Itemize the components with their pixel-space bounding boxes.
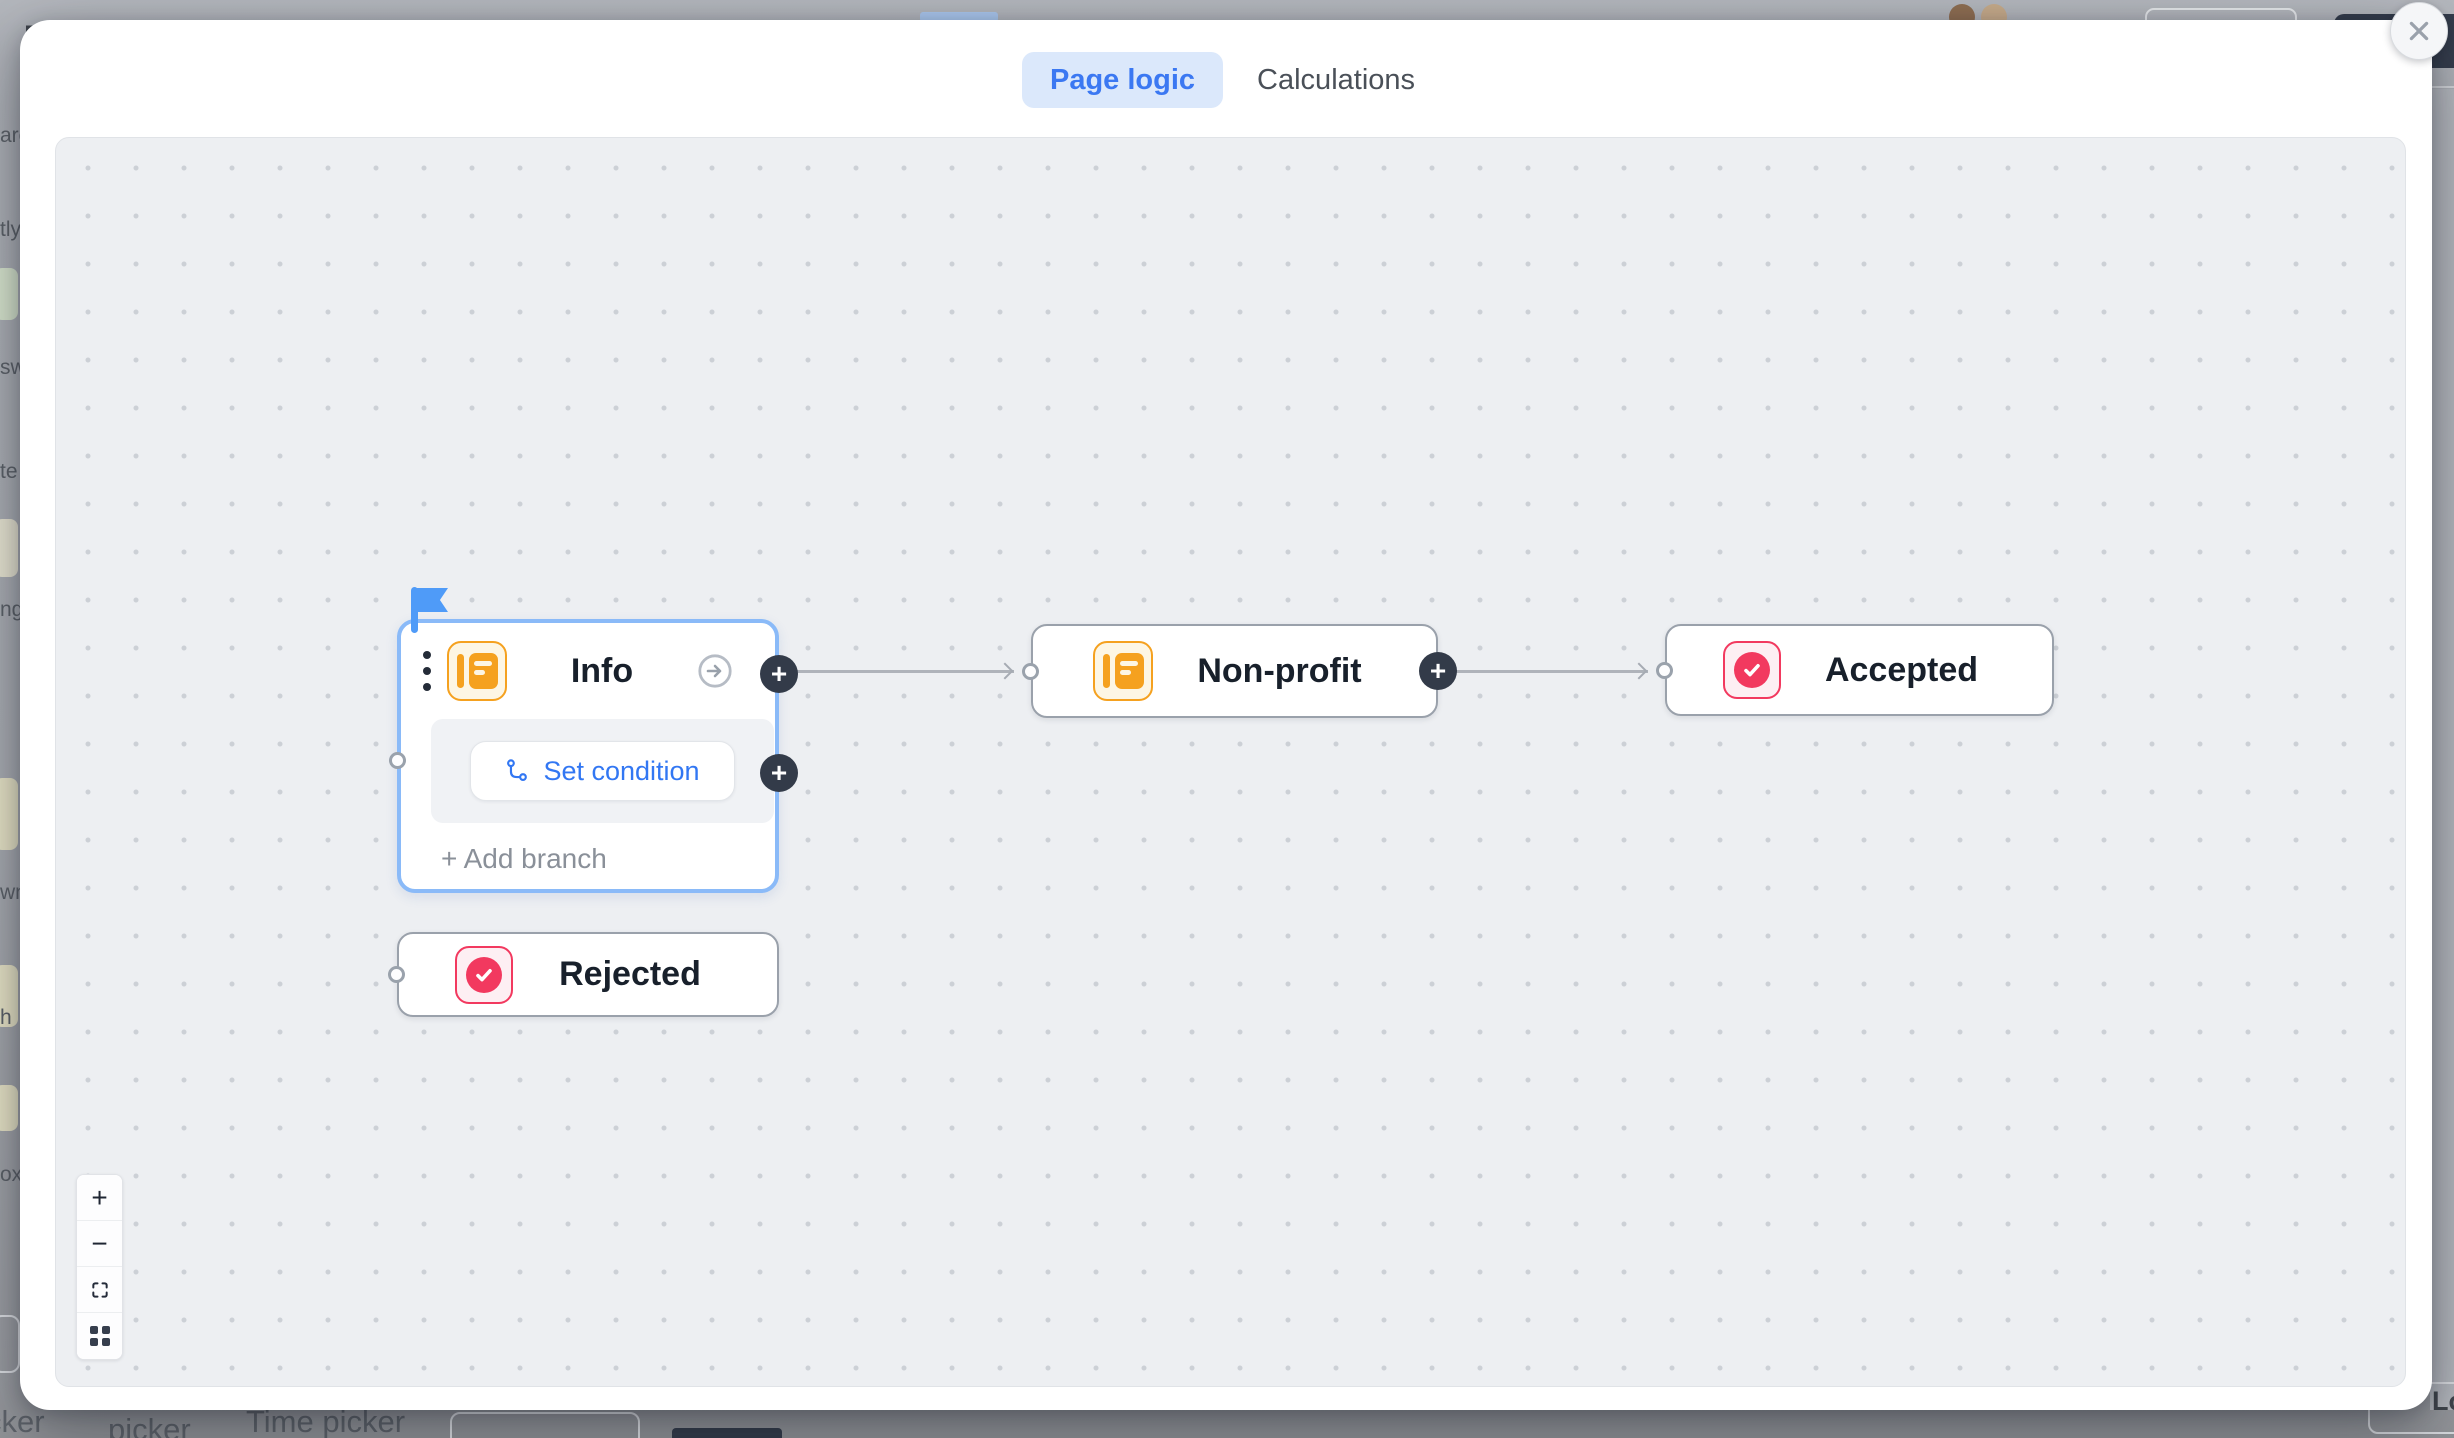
close-icon (2409, 21, 2429, 41)
add-node-button[interactable]: + (760, 754, 798, 792)
page-icon (1093, 641, 1153, 701)
add-node-button[interactable]: + (1419, 652, 1457, 690)
plus-icon: + (91, 1181, 108, 1213)
bg-left-fragment: tly (0, 218, 21, 241)
canvas-controls: + − (76, 1174, 123, 1360)
node-info[interactable]: Info Set condition (389, 587, 798, 893)
node-rejected[interactable]: Rejected (388, 932, 779, 1017)
bg-bottom-dark-button (672, 1428, 782, 1438)
logic-editor-modal: Page logic Calculations (20, 20, 2432, 1410)
bg-bottom-fragment: cker (0, 1404, 45, 1438)
bg-right-divider (2430, 86, 2454, 88)
branch-icon (507, 759, 528, 781)
edge-arrowhead (1630, 662, 1648, 680)
edge-nonprofit-to-accepted (1454, 670, 1648, 673)
node-title: Rejected (559, 955, 701, 993)
bg-left-field-box (0, 268, 18, 320)
edge-arrowhead (996, 662, 1014, 680)
connection-port[interactable] (389, 752, 406, 769)
bg-left-field-box (0, 1315, 20, 1373)
node-title: Info (570, 651, 634, 690)
kebab-menu-icon[interactable] (423, 651, 431, 691)
set-condition-button[interactable]: Set condition (470, 741, 735, 801)
node-title: Accepted (1824, 650, 1979, 689)
add-node-button[interactable]: + (760, 655, 798, 693)
logic-canvas[interactable]: Info Set condition (55, 137, 2406, 1387)
node-non-profit[interactable]: Non-profit + (1022, 624, 1457, 718)
fullscreen-icon (91, 1281, 108, 1298)
close-button[interactable] (2390, 2, 2448, 60)
bg-left-field-box (0, 1085, 18, 1131)
ending-icon (455, 945, 513, 1004)
bg-left-fragment: h (0, 1006, 12, 1029)
tab-calculations[interactable]: Calculations (1257, 64, 1415, 97)
tab-page-logic[interactable]: Page logic (1022, 52, 1224, 108)
grid-icon (89, 1326, 110, 1346)
check-icon (1744, 664, 1760, 677)
add-branch-button[interactable]: + Add branch (441, 843, 607, 874)
zoom-out-button[interactable]: − (77, 1221, 122, 1267)
bg-left-fragment: te (0, 460, 18, 483)
bg-right-fragment: Lo (2432, 1386, 2454, 1416)
bg-bottom-fragment: picker (108, 1412, 191, 1438)
connection-port[interactable] (1656, 661, 1673, 679)
bg-top-blue-button (920, 12, 998, 22)
fit-view-button[interactable] (77, 1267, 122, 1313)
node-accepted[interactable]: Accepted (1656, 624, 2054, 716)
ending-icon (1723, 641, 1781, 699)
tab-calculations-label: Calculations (1257, 63, 1416, 96)
jump-to-page-icon[interactable] (697, 653, 733, 689)
page-icon (447, 641, 507, 701)
start-flag-icon (411, 587, 451, 633)
edge-info-to-nonprofit (794, 670, 1014, 673)
tab-bar: Page logic Calculations (1022, 52, 1415, 108)
check-icon (476, 968, 492, 981)
node-info-header: Info (401, 623, 775, 701)
bg-left-fragment: sw (0, 356, 26, 379)
tab-page-logic-label: Page logic (1050, 63, 1196, 96)
bg-left-field-box (0, 965, 18, 1027)
minimap-button[interactable] (77, 1313, 122, 1359)
bg-left-field-box (0, 519, 18, 577)
zoom-in-button[interactable]: + (77, 1175, 122, 1221)
bg-bottom-outline-box (450, 1412, 640, 1438)
connection-port[interactable] (1022, 662, 1039, 680)
node-title: Non-profit (1197, 651, 1362, 690)
bg-left-field-box (0, 778, 18, 850)
bg-right-strip (2430, 89, 2454, 1410)
minus-icon: − (91, 1227, 108, 1259)
connection-port[interactable] (388, 966, 405, 983)
condition-panel: Set condition (431, 719, 774, 823)
set-condition-label: Set condition (543, 755, 700, 786)
bg-left-fragment: ng (0, 598, 24, 621)
